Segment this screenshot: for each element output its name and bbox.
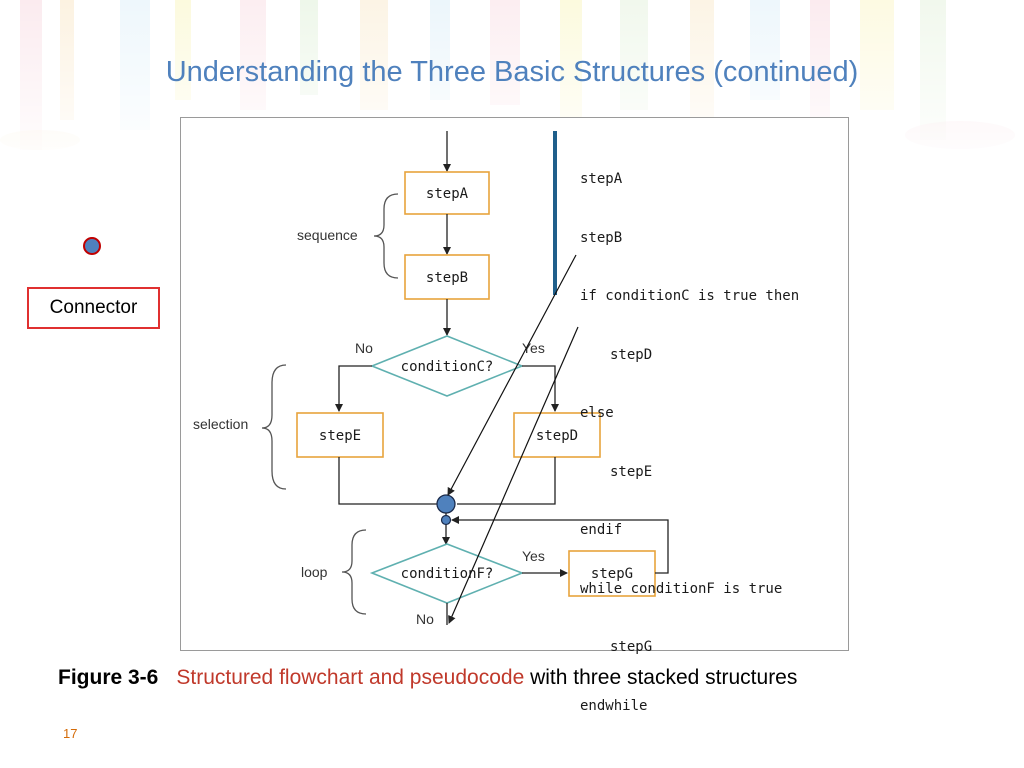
brace-loop: [341, 529, 367, 615]
box-stepG: [568, 550, 656, 597]
pseudocode-line: endwhile: [580, 697, 648, 714]
pseudocode-line: stepB: [580, 229, 623, 246]
label-selection: selection: [193, 416, 248, 432]
box-stepD: [513, 412, 601, 458]
flow-line-loop-back: [451, 516, 669, 574]
decision-conditionF-label: conditionF?: [401, 566, 494, 582]
pseudocode-line: stepA: [580, 171, 623, 187]
flowchart: stepA stepB conditionC? No Yes stepE ste…: [193, 131, 669, 627]
box-stepA-label: stepA: [426, 186, 469, 202]
pseudocode-line: endif: [580, 522, 623, 538]
box-stepD-label: stepD: [536, 428, 578, 444]
box-stepE-label: stepE: [319, 428, 361, 444]
brace-sequence: [373, 193, 399, 279]
page-number: 17: [63, 726, 78, 741]
connector-symbol-icon: [83, 237, 101, 255]
annotation-arrow-endwhile: [448, 326, 579, 624]
pseudocode-block: stepA stepB if conditionC is true then s…: [580, 131, 799, 736]
background-decoration: [0, 0, 1024, 170]
flow-line-d-join: [457, 457, 556, 505]
annotation-arrow-endif: [447, 254, 577, 496]
flow-line-c-yes: [522, 365, 559, 412]
decision-conditionC-label: conditionC?: [401, 359, 494, 375]
box-stepG-label: stepG: [591, 566, 633, 582]
figure-number: Figure 3-6: [58, 666, 159, 689]
branch-f-no: No: [416, 611, 434, 627]
pseudocode-line: else: [580, 405, 614, 421]
label-sequence: sequence: [297, 227, 358, 243]
box-stepB-label: stepB: [426, 270, 468, 286]
pseudocode-line: stepE: [610, 463, 653, 480]
branch-c-yes: Yes: [522, 340, 545, 356]
branch-f-yes: Yes: [522, 548, 545, 564]
box-stepA: [404, 171, 490, 215]
pseudocode-line: if conditionC is true then: [580, 288, 800, 304]
figure-frame: [180, 117, 849, 651]
pseudocode-line: while conditionF is true: [580, 580, 783, 597]
brace-selection: [261, 364, 287, 490]
caption-rest: with three stacked structures: [524, 666, 798, 689]
connector-small-icon: [440, 514, 452, 526]
flow-line-c-no: [335, 365, 372, 412]
figure-caption: Figure 3-6 Structured flowchart and pseud…: [58, 666, 797, 690]
caption-highlight: Structured flowchart and pseudocode: [176, 666, 525, 689]
connector-large-icon: [436, 494, 456, 514]
pseudocode-line: stepD: [610, 346, 653, 363]
pseudocode-bar: [553, 131, 557, 295]
box-stepB: [404, 254, 490, 300]
box-stepE: [296, 412, 384, 458]
slide-title: Understanding the Three Basic Structures…: [165, 56, 859, 88]
connector-label: Connector: [27, 287, 160, 329]
pseudocode-line: stepG: [610, 639, 653, 655]
branch-c-no: No: [355, 340, 373, 356]
flow-line-e-join: [338, 457, 437, 505]
label-loop: loop: [301, 564, 328, 580]
